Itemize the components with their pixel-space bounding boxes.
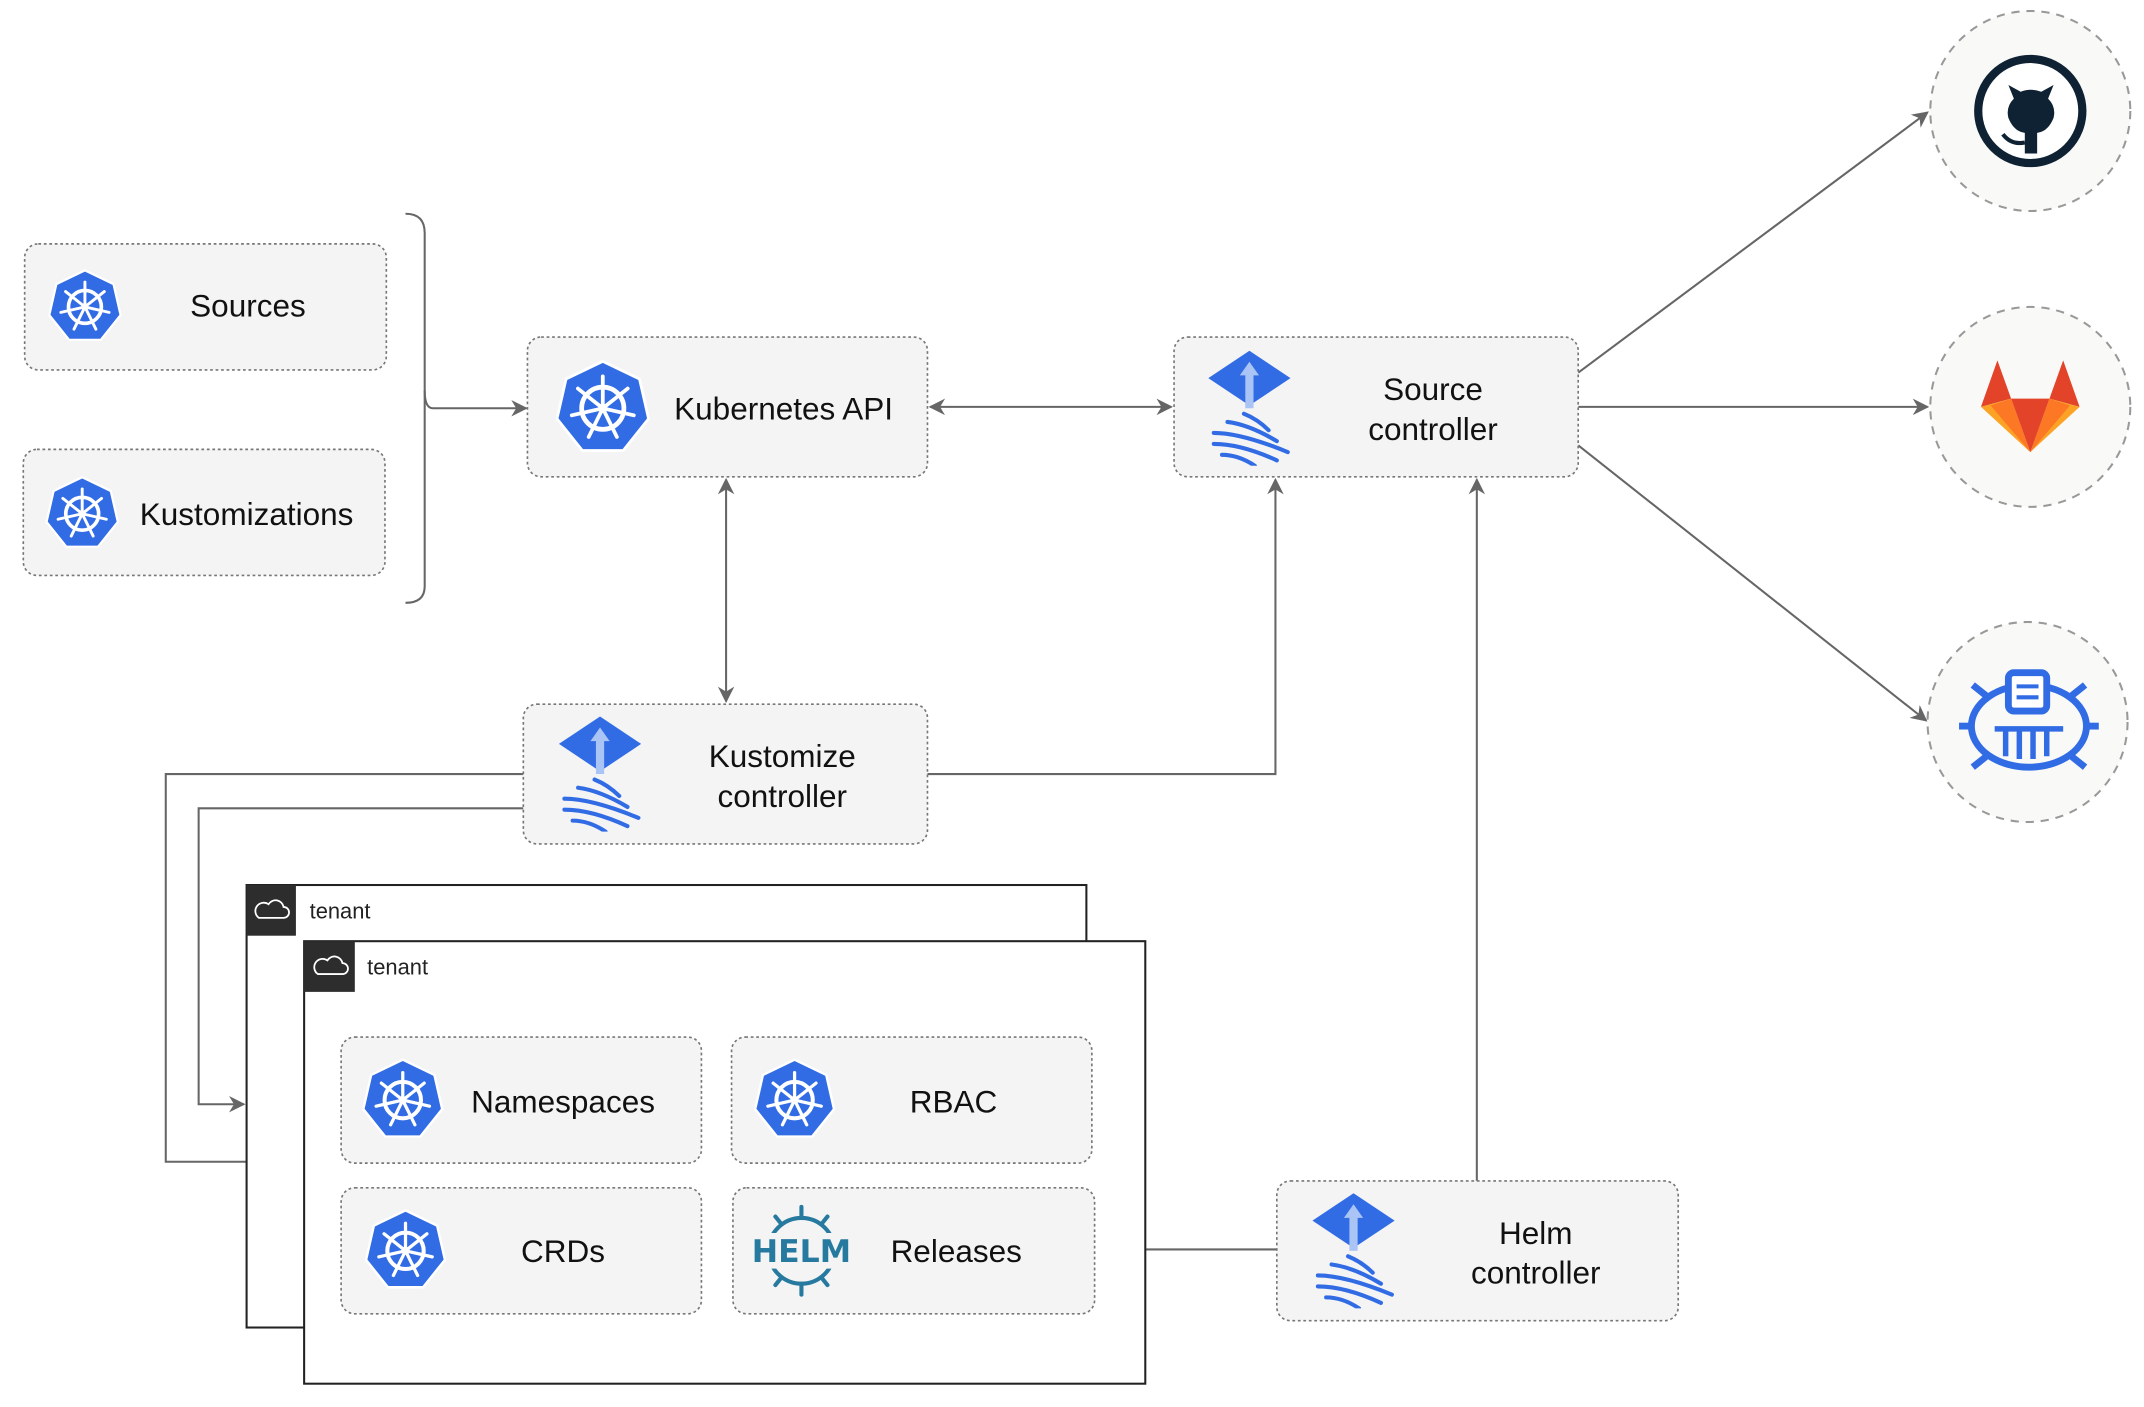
kustomize-to-source-edge [927, 477, 1284, 776]
cloud-icon [313, 955, 349, 975]
tenant-label: tenant [367, 955, 428, 980]
source-controller-label-line2: controller [1368, 411, 1498, 447]
helm-controller-label-line2: controller [1471, 1255, 1601, 1291]
rbac-node[interactable]: RBAC [730, 1036, 1093, 1164]
namespaces-node[interactable]: Namespaces [340, 1036, 703, 1164]
source-to-bucket-edge [1577, 444, 1928, 722]
gitlab-icon [1980, 360, 2080, 453]
releases-node[interactable]: HELM Releases [732, 1186, 1096, 1315]
source-controller-node[interactable]: Source controller [1173, 336, 1580, 478]
bucket-node[interactable] [1926, 620, 2129, 824]
kubernetes-api-node[interactable]: Kubernetes API [526, 336, 929, 478]
crds-node[interactable]: CRDs [340, 1186, 703, 1315]
releases-label: Releases [891, 1233, 1022, 1269]
helm-logo-text: HELM [752, 1234, 851, 1270]
grouping-brace [405, 390, 426, 604]
sources-label: Sources [190, 288, 306, 324]
kustomize-controller-label-line1: Kustomize [709, 738, 856, 774]
kustomize-controller-label-line2: controller [717, 778, 847, 814]
kubernetes-api-label: Kubernetes API [674, 390, 893, 426]
bucket-icon [1959, 669, 2099, 771]
helm-controller-node[interactable]: Helm controller [1275, 1180, 1680, 1322]
helm-icon: HELM [752, 1204, 851, 1297]
cloud-icon [254, 899, 290, 919]
rbac-label: RBAC [910, 1083, 998, 1119]
sources-kustomizations-to-api-edge [405, 212, 528, 417]
cloud-icon-background [304, 941, 355, 992]
github-icon [1974, 54, 2087, 168]
kustomizations-label: Kustomizations [140, 496, 354, 532]
kustomize-to-tenant-edge [197, 807, 524, 1113]
namespaces-label: Namespaces [471, 1083, 655, 1119]
helm-controller-label-line1: Helm [1499, 1215, 1573, 1251]
kustomizations-node[interactable]: Kustomizations [22, 448, 386, 577]
kustomize-to-tenant-edge [164, 773, 524, 1170]
kustomize-controller-node[interactable]: Kustomize controller [522, 703, 929, 845]
gitlab-node[interactable] [1929, 305, 2132, 508]
source-controller-label-line1: Source [1383, 371, 1483, 407]
tenant-label: tenant [310, 899, 371, 924]
sources-node[interactable]: Sources [23, 243, 388, 371]
source-to-github-edge [1577, 111, 1929, 374]
crds-label: CRDs [521, 1233, 605, 1269]
github-node[interactable] [1929, 9, 2132, 213]
